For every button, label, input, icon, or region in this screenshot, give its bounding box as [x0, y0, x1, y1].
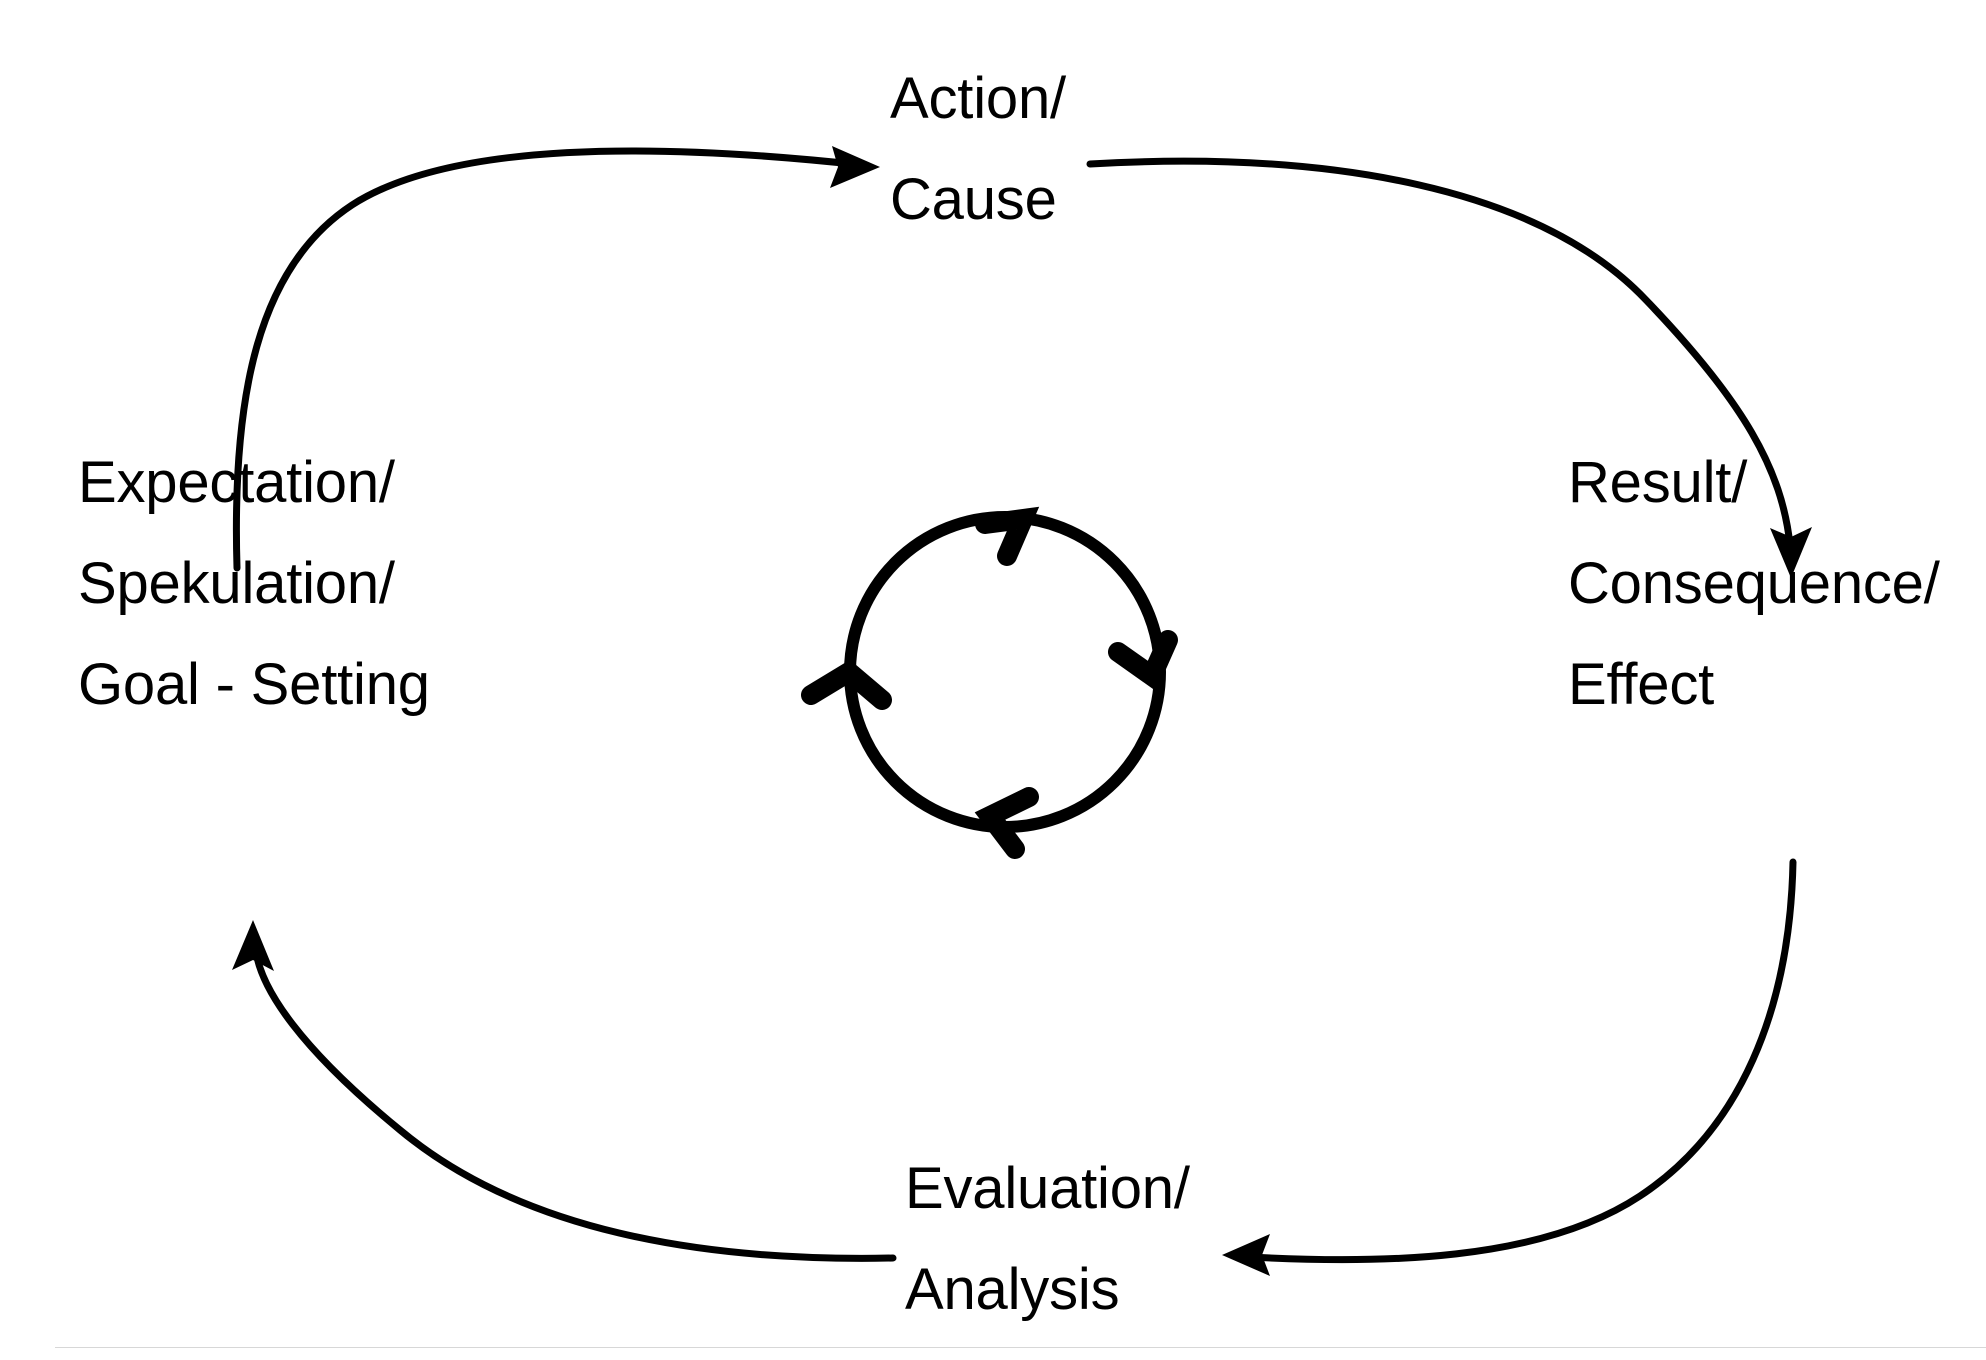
- node-line: Effect: [1568, 652, 1715, 717]
- node-line: Result/: [1568, 450, 1748, 515]
- node-line: Consequence/: [1568, 551, 1940, 616]
- node-label-expectation-spekulation-goal: Expectation/ Spekulation/ Goal - Setting: [78, 432, 430, 735]
- node-line: Cause: [890, 167, 1057, 232]
- arrowhead-up-icon: [232, 920, 274, 971]
- node-line: Action/: [890, 66, 1066, 131]
- node-line: Evaluation/: [905, 1156, 1190, 1221]
- arrowhead-down-icon: [1770, 527, 1812, 578]
- arrowhead-left-icon: [1222, 1234, 1270, 1276]
- bottom-divider: [55, 1347, 1986, 1348]
- node-line: Spekulation/: [78, 551, 395, 616]
- node-line: Analysis: [905, 1257, 1120, 1322]
- node-label-action-cause: Action/ Cause: [890, 48, 1066, 250]
- node-label-evaluation-analysis: Evaluation/ Analysis: [905, 1138, 1190, 1340]
- arrowhead-right-icon: [830, 146, 880, 188]
- node-line: Expectation/: [78, 450, 395, 515]
- connector-action-to-result: [1086, 157, 1812, 578]
- node-label-result-consequence-effect: Result/ Consequence/ Effect: [1568, 432, 1940, 735]
- connector-evaluation-to-expectation: [232, 920, 897, 1262]
- clockwise-cycle-icon: [801, 506, 1178, 859]
- connector-expectation-to-action: [232, 146, 880, 572]
- connector-result-to-evaluation: [1222, 858, 1797, 1276]
- node-line: Goal - Setting: [78, 652, 430, 717]
